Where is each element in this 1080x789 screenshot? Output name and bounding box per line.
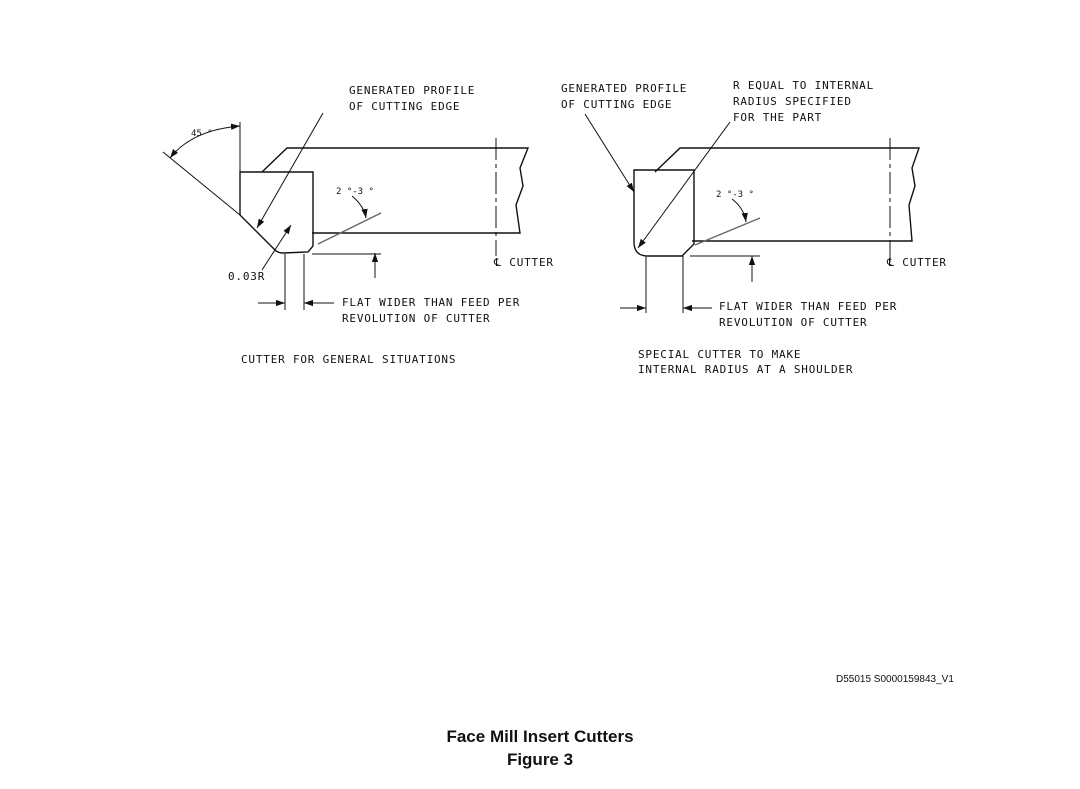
- right-centerline-label: ℄ CUTTER: [886, 256, 947, 269]
- left-flat-label-line2: REVOLUTION OF CUTTER: [342, 312, 490, 325]
- left-profile-label-line1: GENERATED PROFILE: [349, 84, 475, 97]
- left-flat-label-line1: FLAT WIDER THAN FEED PER: [342, 296, 520, 309]
- right-r-label-line1: R EQUAL TO INTERNAL: [733, 79, 874, 92]
- left-cutter-body: [261, 147, 530, 234]
- left-cutter-drawing: GENERATED PROFILE OF CUTTING EDGE 45 ° 2…: [162, 84, 554, 366]
- left-insert: [239, 171, 314, 254]
- figure-label: Figure 3: [506, 750, 574, 769]
- right-angle-leader: [731, 198, 748, 223]
- left-centerline-label: ℄ CUTTER: [493, 256, 554, 269]
- right-insert: [633, 169, 695, 257]
- left-angle-45-label: 45 °: [191, 129, 213, 139]
- right-caption-line1: SPECIAL CUTTER TO MAKE: [638, 348, 801, 361]
- left-45-arc: [169, 123, 241, 159]
- right-flat-label-line1: FLAT WIDER THAN FEED PER: [719, 300, 897, 313]
- left-caption: CUTTER FOR GENERAL SITUATIONS: [241, 353, 456, 366]
- left-radius-label: 0.03R: [228, 270, 265, 283]
- right-r-label-line2: RADIUS SPECIFIED: [733, 95, 852, 108]
- left-profile-leader: [256, 112, 324, 229]
- left-profile-label-line2: OF CUTTING EDGE: [349, 100, 460, 113]
- right-profile-label-line1: GENERATED PROFILE: [561, 82, 687, 95]
- right-profile-label-line2: OF CUTTING EDGE: [561, 98, 672, 111]
- right-cutter-drawing: GENERATED PROFILE OF CUTTING EDGE R EQUA…: [561, 79, 947, 376]
- right-r-label-line3: FOR THE PART: [733, 111, 822, 124]
- right-cutter-body: [654, 147, 920, 242]
- figure-title: Face Mill Insert Cutters: [446, 727, 634, 746]
- right-profile-leader: [584, 113, 635, 193]
- right-tilt-line: [694, 217, 761, 246]
- right-radius-leader: [637, 121, 731, 249]
- right-flat-label-line2: REVOLUTION OF CUTTER: [719, 316, 867, 329]
- left-45-extension-diagonal: [162, 151, 241, 216]
- left-angle-range-label: 2 °-3 °: [336, 187, 374, 197]
- right-caption-line2: INTERNAL RADIUS AT A SHOULDER: [638, 363, 853, 376]
- left-radius-leader: [261, 224, 292, 271]
- left-angle-leader: [351, 195, 368, 219]
- right-angle-range-label: 2 °-3 °: [716, 190, 754, 200]
- left-tilt-line: [317, 212, 382, 245]
- reference-id: D55015 S0000159843_V1: [836, 674, 954, 685]
